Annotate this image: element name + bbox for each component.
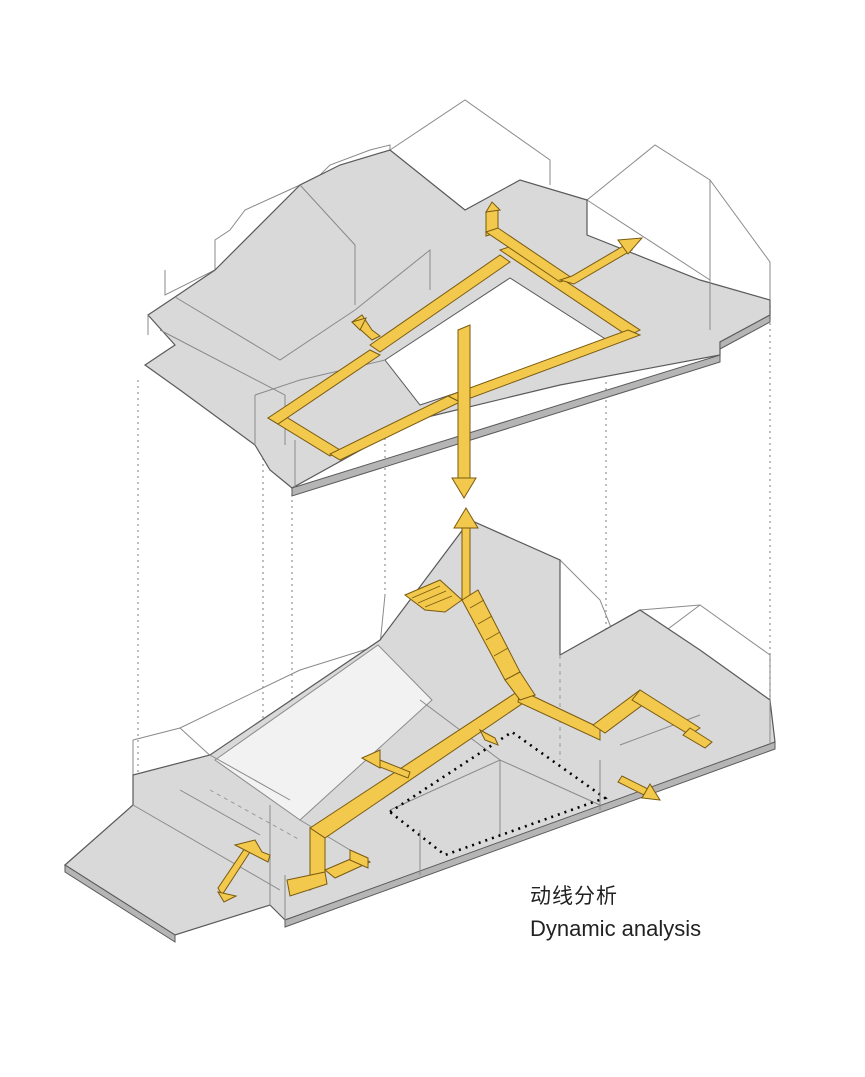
arrow-icon xyxy=(351,317,367,331)
void-footprint xyxy=(387,730,608,857)
arrow-icon xyxy=(216,891,238,903)
lower-courtyard xyxy=(214,644,433,821)
arrow-icon xyxy=(233,839,271,863)
lower-volumes-front xyxy=(284,700,771,920)
arrow-icon xyxy=(360,749,381,769)
diagram-caption: 动线分析 Dynamic analysis xyxy=(530,880,701,942)
arrow-icon xyxy=(617,237,644,255)
upper-floor xyxy=(143,99,771,499)
arrow-icon xyxy=(478,728,499,746)
arrow-icon xyxy=(485,201,502,213)
arrow-icon xyxy=(451,477,477,499)
lower-floor xyxy=(64,519,776,943)
upper-circulation xyxy=(267,201,644,499)
arrow-icon xyxy=(641,783,661,801)
stair-icon xyxy=(404,507,536,701)
lower-circulation xyxy=(216,689,713,903)
lower-slab xyxy=(64,519,776,936)
caption-title-en: Dynamic analysis xyxy=(530,916,702,941)
caption-title-zh: 动线分析 xyxy=(530,884,618,908)
